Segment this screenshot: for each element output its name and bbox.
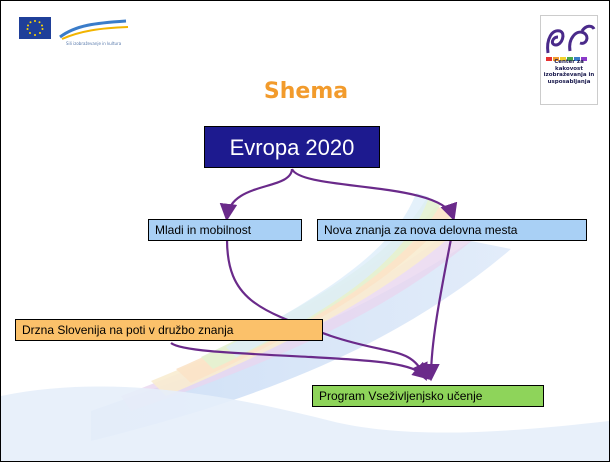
brand-logo-text: Center za kakovost izobraževanja in uspo… [543, 59, 595, 85]
edge-evropa-nova [290, 168, 458, 222]
edge-nova-program [422, 238, 453, 382]
slide-title: Shema [263, 79, 349, 104]
node-nova-znanja: Nova znanja za nova delovna mesta [317, 219, 587, 241]
edge-evropa-mladi [219, 168, 294, 222]
edge-drzna-program [170, 342, 431, 380]
edge-mladi-program [225, 238, 428, 382]
node-mladi-in-mobilnost: Mladi in mobilnost [148, 219, 302, 241]
node-program-vsezivljenjsko-ucenje: Program Vseživljenjsko učenje [312, 385, 544, 407]
eu-logo-caption: Sili izobraževanje in kultura [66, 41, 122, 46]
lifelong-learning-logo-icon [59, 19, 129, 40]
node-drzna-slovenija: Drzna Slovenija na poti v družbo znanja [15, 319, 323, 341]
eu-flag-icon [19, 17, 51, 39]
cmepius-logo-icon [540, 15, 598, 105]
node-evropa-2020: Evropa 2020 [204, 126, 380, 168]
